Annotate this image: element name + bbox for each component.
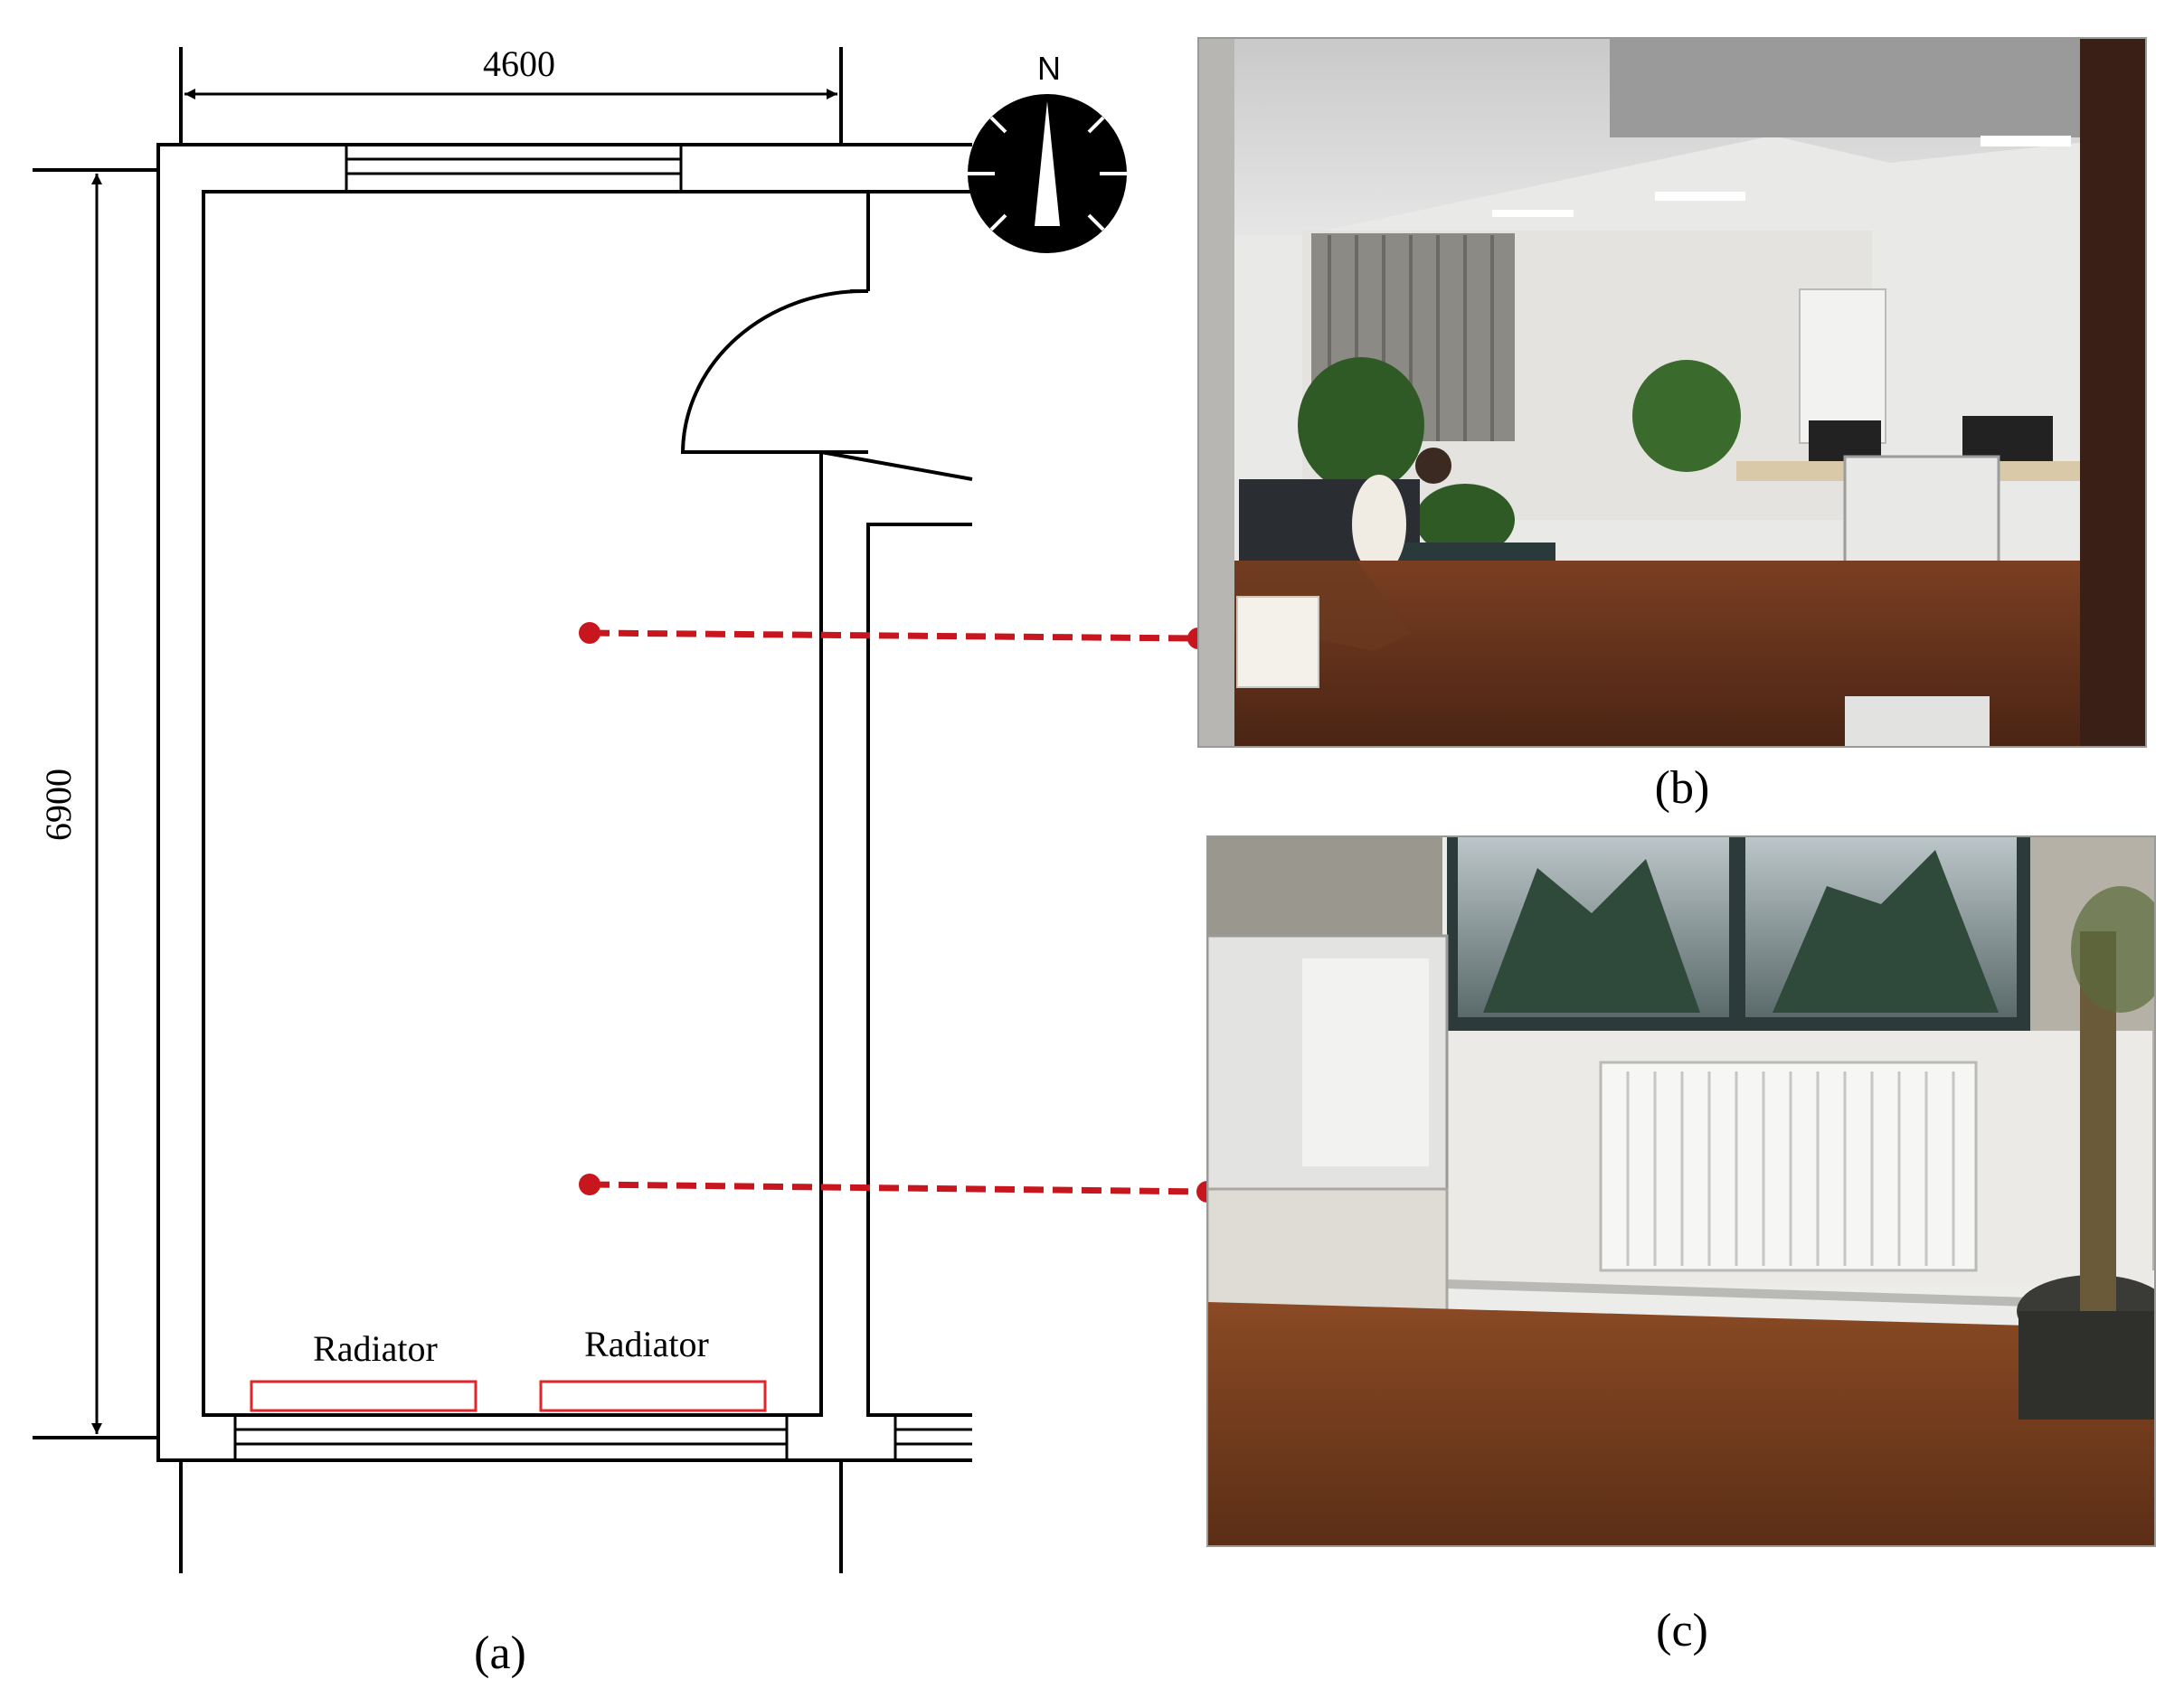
caption-b: (b)	[1655, 762, 1710, 814]
marker-c-origin-dot	[579, 1174, 600, 1195]
top-window	[345, 143, 683, 193]
compass: N	[968, 50, 1127, 253]
radiator-left	[250, 1380, 477, 1412]
radiator-label-right: Radiator	[584, 1324, 709, 1364]
outer-wall	[156, 143, 972, 1462]
compass-needle-icon	[1035, 101, 1060, 226]
radiator-right	[539, 1380, 767, 1412]
door-swing-arc	[680, 289, 865, 454]
marker-b-origin-dot	[579, 622, 600, 644]
compass-north-label: N	[1037, 50, 1061, 87]
width-dimension-label: 4600	[483, 43, 555, 84]
depth-dimension-label: 6900	[38, 769, 79, 841]
bottom-window	[233, 1413, 789, 1462]
inner-wall	[202, 190, 868, 1417]
photo-office-interior	[1197, 37, 2147, 748]
corridor-wall-upper	[866, 190, 972, 291]
floor-plan	[33, 47, 973, 1573]
caption-c: (c)	[1656, 1605, 1708, 1656]
marker-c	[579, 1174, 1218, 1203]
radiator-photo-unit	[1599, 1061, 1978, 1272]
corridor-wall-lower	[866, 523, 972, 1417]
caption-a: (a)	[474, 1628, 526, 1679]
radiator-label-left: Radiator	[313, 1328, 438, 1369]
corridor-door-jamb	[820, 450, 973, 481]
photo-radiator	[1206, 835, 2156, 1547]
corridor-window	[893, 1415, 972, 1460]
marker-b	[579, 622, 1209, 649]
